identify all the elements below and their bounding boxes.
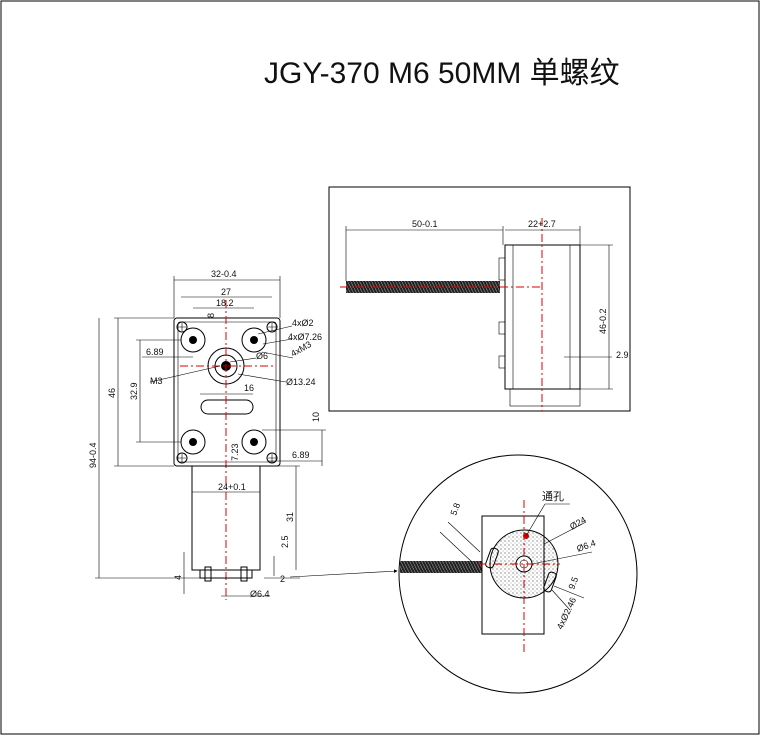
dim-vent-label: 通孔: [542, 490, 564, 503]
corner-screw: [176, 321, 188, 333]
drawing-title: JGY-370 M6 50MM 单螺纹: [264, 57, 620, 90]
side-view-frame: [328, 186, 631, 412]
dim-small-8: 8: [206, 313, 216, 318]
dim-detail-holes: 4xØ2.46: [555, 596, 578, 631]
mount-boss: [241, 327, 267, 353]
dim-detail-95: 9.5: [566, 576, 580, 591]
dim-total-94: 94-0.4: [88, 442, 98, 468]
dim-16: 16: [244, 383, 254, 393]
dim-terminal-64: Ø6.4: [250, 589, 270, 599]
motor-endcap: [199, 569, 253, 579]
terminal: [204, 566, 212, 582]
gearbox-plate-inner: [177, 321, 277, 463]
dim-terminal-4: 4: [173, 575, 183, 580]
dim-bottom-689: 6.89: [292, 450, 310, 460]
side-gearbox-step: [498, 321, 506, 335]
detail-slot: [543, 571, 557, 593]
dim-right-10: 10: [311, 412, 321, 422]
dim-side-height: 46-0.2: [598, 308, 608, 334]
dim-bottom-723: 7.23: [230, 443, 240, 461]
mount-boss: [241, 429, 267, 455]
corner-screw: [266, 452, 278, 464]
corner-screw: [176, 452, 188, 464]
side-view: 50-0.1 22+2.7 46-0.2 2.9: [328, 186, 631, 412]
dim-left-689: 6.89: [146, 347, 164, 357]
dim-detail-64: Ø6.4: [575, 538, 597, 554]
dim-hole-4xm3: 4xM3: [289, 339, 313, 359]
dim-motor-31: 31: [285, 512, 295, 522]
detail-circle: [398, 454, 638, 694]
dim-hole-4x726: 4xØ7.26: [288, 332, 322, 342]
dim-height-46: 46: [107, 388, 117, 398]
dim-detail-24: Ø24: [568, 515, 588, 532]
dim-m3: M3: [150, 376, 163, 386]
dim-width-overall: 32-0.4: [211, 269, 237, 279]
dim-screw-len: 50-0.1: [412, 219, 438, 229]
dim-shaft-6: Ø6: [256, 351, 268, 361]
front-view: 32-0.4 27 18.2 8 4xØ2 4xØ7.26 4xM3 6.89 …: [88, 269, 398, 600]
dim-detail-58: 5.8: [448, 502, 462, 517]
dim-side-offset: 2.9: [616, 350, 629, 360]
dim-width-inner: 18.2: [216, 298, 234, 308]
dim-terminal-2: 2: [280, 574, 285, 584]
dim-body-len: 22+2.7: [528, 219, 556, 229]
terminal: [240, 566, 248, 582]
dim-hole-4x2: 4xØ2: [292, 318, 314, 328]
detail-thread: [400, 561, 482, 573]
corner-screw: [266, 321, 278, 333]
dim-motor-25: 2.5: [280, 535, 290, 548]
side-gearbox-step: [498, 355, 506, 369]
dim-dia-1324: Ø13.24: [286, 377, 316, 387]
plate-slot: [200, 399, 254, 415]
dim-motor-24: 24+0.1: [218, 482, 246, 492]
detail-view: 通孔 Ø24 Ø6.4 5.8 9.5 4xØ2.46: [398, 454, 638, 694]
dim-width-holes: 27: [221, 287, 231, 297]
detail-slot: [485, 547, 499, 569]
side-gearbox-step: [498, 257, 506, 281]
side-motor-stub: [509, 388, 581, 407]
dim-height-329: 32.9: [129, 382, 139, 400]
